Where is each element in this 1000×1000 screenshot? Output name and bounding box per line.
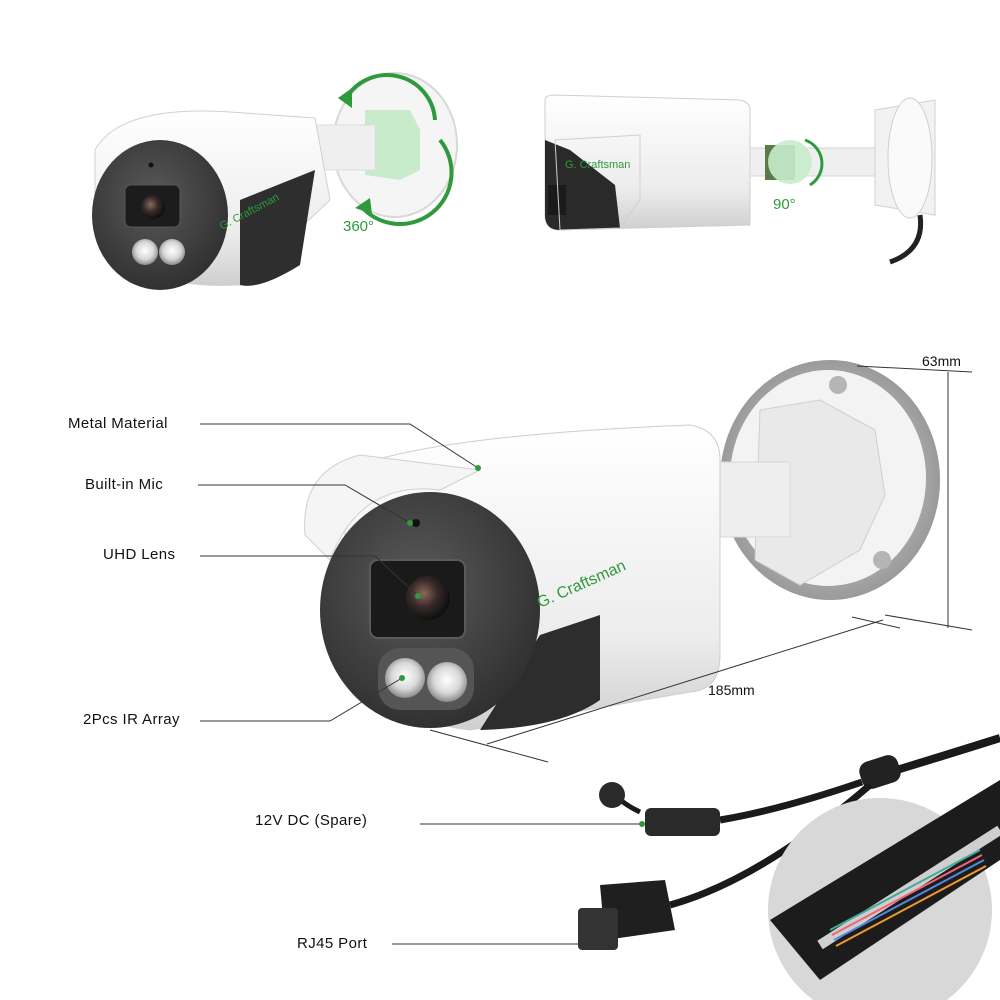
arrow-head-icon bbox=[355, 198, 372, 214]
sun-visor bbox=[304, 454, 482, 561]
pan-angle: 360° bbox=[343, 218, 374, 235]
screw-hole bbox=[873, 551, 891, 569]
lens-dark bbox=[548, 185, 566, 215]
tilt-angle: 90° bbox=[773, 196, 796, 213]
tilt-arrow bbox=[804, 138, 824, 187]
screw-hole bbox=[829, 376, 847, 394]
camera-front-view: G. Craftsman bbox=[92, 72, 458, 290]
cable-splitter bbox=[859, 755, 901, 789]
camera-side-dark bbox=[240, 170, 315, 286]
label-12v-dc: 12V DC (Spare) bbox=[255, 812, 368, 829]
camera-main-view: G. Craftsman bbox=[304, 360, 940, 731]
rj45-plug bbox=[578, 908, 618, 950]
rotation-arrow bbox=[343, 73, 437, 121]
lens bbox=[406, 576, 450, 620]
mic-hole bbox=[148, 162, 154, 168]
rotation-arrow bbox=[358, 138, 454, 227]
mount-bracket-highlight bbox=[365, 110, 420, 180]
label-ir-array: 2Pcs IR Array bbox=[83, 711, 180, 728]
ir-led bbox=[132, 239, 158, 265]
callout-lines bbox=[198, 423, 640, 945]
cable-cross-section bbox=[768, 780, 1000, 1000]
mount-disc bbox=[887, 97, 933, 219]
dimension-height: 63mm bbox=[922, 353, 961, 369]
ir-led bbox=[427, 662, 467, 702]
rj45-housing bbox=[600, 880, 675, 940]
camera-side-view: G. Craftsman bbox=[544, 94, 936, 265]
dc-connector bbox=[645, 808, 720, 836]
cable bbox=[889, 214, 924, 265]
ir-led bbox=[159, 239, 185, 265]
dimension-lines bbox=[429, 365, 973, 763]
cable-jacket bbox=[770, 780, 1000, 980]
lens bbox=[141, 195, 165, 219]
main-cable bbox=[888, 734, 1000, 776]
label-metal-material: Metal Material bbox=[68, 415, 168, 432]
dimension-length: 185mm bbox=[708, 682, 755, 698]
label-rj45-port: RJ45 Port bbox=[297, 935, 368, 952]
label-built-in-mic: Built-in Mic bbox=[85, 476, 164, 493]
camera-side-dark bbox=[480, 615, 600, 730]
dc-cable bbox=[719, 778, 864, 824]
dc-cap bbox=[599, 782, 625, 808]
brand-mark: G. Craftsman bbox=[565, 159, 630, 171]
cable-assembly bbox=[578, 734, 1000, 950]
tilt-highlight bbox=[768, 140, 812, 184]
label-uhd-lens: UHD Lens bbox=[103, 546, 176, 563]
mount-bracket bbox=[754, 399, 886, 586]
mic-hole bbox=[412, 519, 420, 527]
arrow-head-icon bbox=[338, 88, 352, 108]
